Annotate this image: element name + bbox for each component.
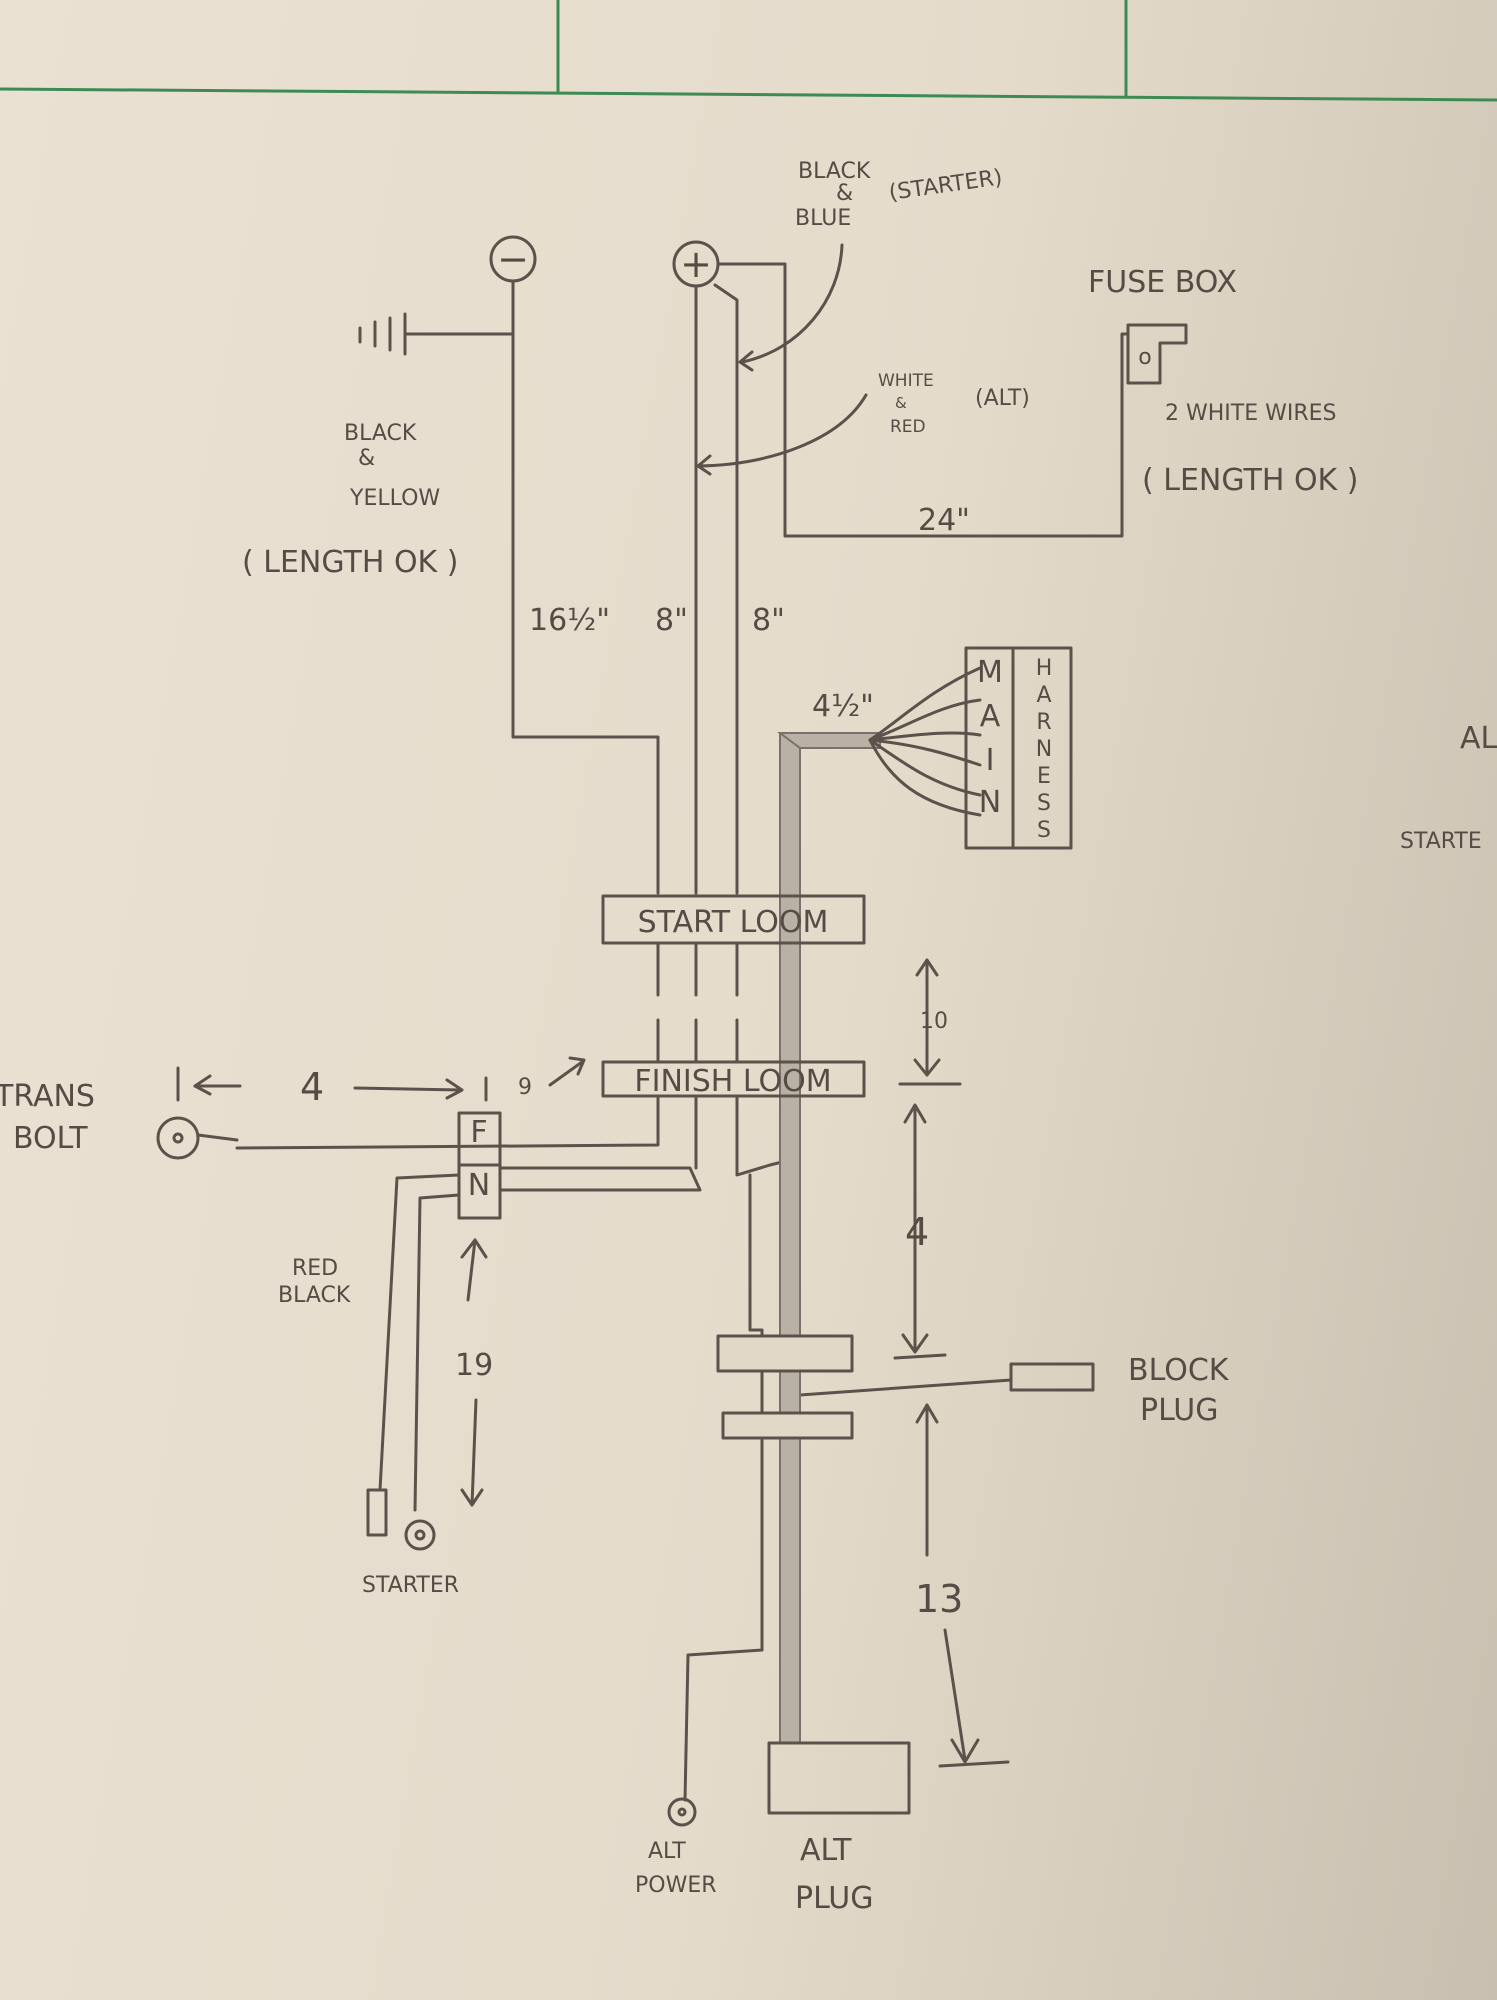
svg-text:o: o: [1138, 345, 1151, 370]
svg-text:4: 4: [300, 1065, 324, 1109]
starter-lead-arrow: [740, 243, 844, 364]
svg-text:WHITE: WHITE: [878, 371, 934, 391]
svg-text:H: H: [1036, 656, 1053, 681]
svg-text:N: N: [979, 785, 1001, 820]
svg-text:BLUE: BLUE: [795, 206, 851, 231]
svg-text:TRANS: TRANS: [0, 1079, 95, 1114]
svg-text:BLOCK: BLOCK: [1128, 1353, 1230, 1388]
fn-terminal: F N: [457, 1111, 502, 1220]
svg-text:RED: RED: [890, 417, 926, 437]
alt-plug: [767, 1741, 911, 1815]
svg-text:S: S: [1037, 791, 1051, 816]
dimension-lines: [176, 958, 1010, 1768]
svg-text:4½": 4½": [812, 689, 874, 724]
svg-text:A: A: [980, 699, 1001, 734]
svg-text:10: 10: [920, 1009, 948, 1034]
svg-text:(ALT): (ALT): [975, 386, 1030, 411]
svg-text:R: R: [1036, 710, 1051, 735]
svg-text:BLACK: BLACK: [278, 1283, 351, 1308]
svg-text:STARTE: STARTE: [1400, 829, 1482, 854]
svg-text:PLUG: PLUG: [1140, 1393, 1219, 1428]
svg-text:&: &: [895, 394, 907, 412]
svg-text:FUSE BOX: FUSE BOX: [1088, 265, 1237, 300]
harness-clamps: [716, 1334, 854, 1440]
svg-text:FINISH LOOM: FINISH LOOM: [634, 1064, 831, 1099]
svg-text:&: &: [358, 446, 375, 471]
svg-text:ALT: ALT: [800, 1833, 852, 1868]
svg-text:2 WHITE WIRES: 2 WHITE WIRES: [1165, 401, 1337, 426]
svg-text:M: M: [977, 655, 1003, 690]
alt-lead-arrow: [696, 393, 868, 468]
svg-text:POWER: POWER: [635, 1873, 717, 1898]
svg-text:( LENGTH OK ): ( LENGTH OK ): [242, 545, 458, 580]
svg-text:−: −: [497, 237, 529, 281]
svg-text:9: 9: [518, 1075, 532, 1100]
svg-text:START LOOM: START LOOM: [638, 905, 829, 940]
svg-text:8": 8": [655, 603, 688, 638]
trans-bolt-ring: [156, 1116, 239, 1160]
fuse-box: o: [1126, 323, 1188, 385]
svg-text:+: +: [680, 242, 712, 286]
svg-text:I: I: [986, 743, 995, 778]
svg-text:A: A: [1036, 683, 1051, 708]
negative-terminal: −: [489, 235, 537, 283]
starter-terminals: [366, 1488, 436, 1551]
main-harness-connector: [964, 646, 1073, 850]
svg-text:BOLT: BOLT: [13, 1121, 88, 1156]
main-harness-label: M A I N H A R N E S S: [977, 655, 1052, 843]
svg-text:4: 4: [905, 1210, 929, 1254]
svg-text:13: 13: [915, 1577, 963, 1621]
ground-icon: [358, 312, 515, 356]
svg-text:&: &: [836, 181, 853, 206]
positive-terminal: +: [672, 240, 720, 288]
positive-wire-2: [713, 283, 739, 895]
fuse-wire: [716, 262, 1130, 538]
svg-text:BLACK: BLACK: [344, 421, 417, 446]
svg-text:N: N: [1036, 737, 1052, 762]
svg-text:8": 8": [752, 603, 785, 638]
svg-text:19: 19: [455, 1348, 493, 1383]
svg-text:AL: AL: [1460, 721, 1497, 756]
svg-text:E: E: [1037, 764, 1051, 789]
form-border: [0, 0, 1497, 102]
svg-text:STARTER: STARTER: [362, 1573, 459, 1598]
labels: BLACK & YELLOW ( LENGTH OK ) BLACK & BLU…: [0, 159, 1497, 1916]
wires: [235, 243, 1130, 1802]
svg-text:ALT: ALT: [648, 1839, 686, 1864]
alt-power-ring: [667, 1797, 697, 1827]
block-plug: [1009, 1362, 1095, 1392]
svg-text:PLUG: PLUG: [795, 1881, 874, 1916]
svg-text:BLACK: BLACK: [798, 159, 871, 184]
svg-text:YELLOW: YELLOW: [349, 486, 440, 511]
finish-loom: FINISH LOOM: [601, 1060, 866, 1099]
svg-text:RED: RED: [292, 1256, 338, 1281]
svg-text:(STARTER): (STARTER): [887, 165, 1004, 206]
svg-text:( LENGTH OK ): ( LENGTH OK ): [1142, 463, 1358, 498]
start-loom: START LOOM: [601, 894, 866, 945]
dimension-labels: 16½" 8" 8" 24" 4½" 4 9 10 4 19 13: [300, 503, 970, 1621]
svg-text:N: N: [468, 1168, 490, 1203]
main-harness-bundle: [777, 666, 982, 1744]
svg-text:S: S: [1037, 818, 1051, 843]
svg-text:F: F: [470, 1115, 487, 1150]
svg-text:24": 24": [918, 503, 970, 538]
negative-wire: [511, 279, 660, 895]
svg-text:16½": 16½": [529, 603, 610, 638]
